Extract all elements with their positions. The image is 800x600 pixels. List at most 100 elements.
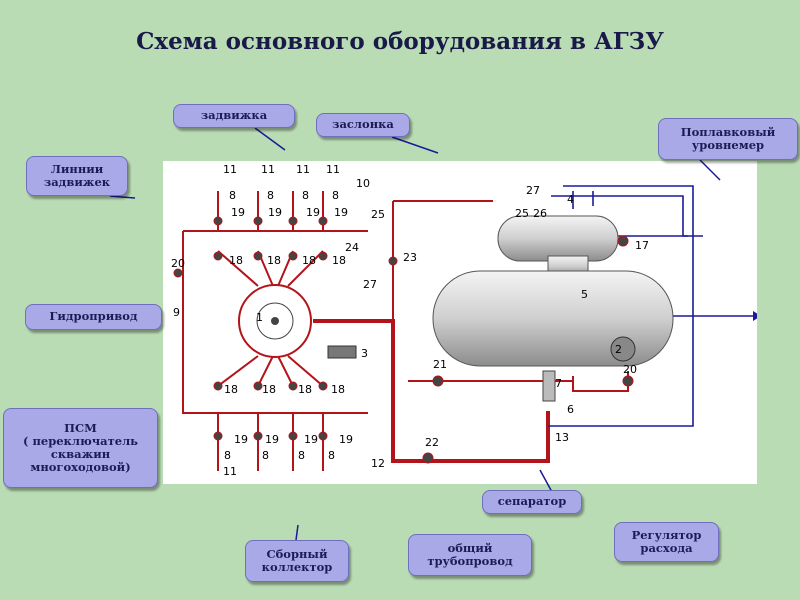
label-8: 8 (298, 449, 305, 462)
label-11: 11 (326, 163, 340, 176)
label-7: 7 (555, 377, 562, 390)
label-8: 8 (328, 449, 335, 462)
valve (318, 251, 328, 261)
hydro-callout: Гидропривод (25, 304, 162, 330)
label-21: 21 (433, 358, 447, 371)
label-13: 13 (555, 431, 569, 444)
pointer-collector (295, 524, 299, 541)
label-22: 22 (425, 436, 439, 449)
label-19: 19 (268, 206, 282, 219)
label-6: 6 (567, 403, 574, 416)
label-20: 20 (623, 363, 637, 376)
label-18: 18 (229, 254, 243, 267)
valve (253, 216, 263, 226)
common-pipe-callout: общий трубопровод (408, 534, 532, 576)
label-8: 8 (267, 189, 274, 202)
label-11: 11 (223, 465, 237, 478)
valve (617, 235, 629, 247)
psm-callout: ПСМ ( переключатель скважин многоходовой… (3, 408, 158, 488)
label-27: 27 (526, 184, 540, 197)
label-18: 18 (224, 383, 238, 396)
label-25: 25 (515, 207, 529, 220)
label-5: 5 (581, 288, 588, 301)
valve (288, 431, 298, 441)
label-24: 24 (345, 241, 359, 254)
zaslonka-callout: заслонка (316, 113, 410, 137)
valve (213, 381, 223, 391)
label-19: 19 (231, 206, 245, 219)
valve (432, 375, 444, 387)
valve (318, 216, 328, 226)
valve (288, 381, 298, 391)
valve (422, 452, 434, 464)
diagram-panel: 11 11 11 11 8 8 8 8 19 19 19 19 10 25 24… (163, 161, 757, 484)
upper-branches (217, 250, 324, 287)
label-4: 4 (567, 193, 574, 206)
valve (253, 431, 263, 441)
label-19: 19 (306, 206, 320, 219)
label-23: 23 (403, 251, 417, 264)
pointer-zadvizhka (254, 127, 286, 151)
linii-callout: Линнии задвижек (26, 156, 128, 196)
label-19: 19 (265, 433, 279, 446)
label-8: 8 (229, 189, 236, 202)
label-18: 18 (332, 254, 346, 267)
zadvizhka-callout: задвижка (173, 104, 295, 128)
label-18: 18 (331, 383, 345, 396)
valve (213, 216, 223, 226)
blue-control-lines (548, 185, 753, 427)
float-gauge-body (610, 336, 636, 362)
equipment-schematic: 11 11 11 11 8 8 8 8 19 19 19 19 10 25 24… (171, 163, 757, 478)
label-18: 18 (267, 254, 281, 267)
main-outlet-pipe (313, 319, 550, 463)
outlet-arrow (753, 311, 757, 321)
label-10: 10 (356, 177, 370, 190)
psm-hub (271, 317, 279, 325)
valve (622, 375, 634, 387)
label-18: 18 (298, 383, 312, 396)
float-gauge-callout: Поплавковый уровнемер (658, 118, 798, 160)
label-19: 19 (334, 206, 348, 219)
valve (213, 431, 223, 441)
label-20: 20 (171, 257, 185, 270)
valve-markers (173, 216, 634, 464)
label-3: 3 (361, 347, 368, 360)
collector-callout: Сборный коллектор (245, 540, 349, 582)
label-1: 1 (256, 311, 263, 324)
label-18: 18 (302, 254, 316, 267)
label-19: 19 (234, 433, 248, 446)
pointer-zaslonka (391, 136, 439, 154)
valve (318, 431, 328, 441)
label-8: 8 (262, 449, 269, 462)
label-25: 25 (371, 208, 385, 221)
valve (288, 216, 298, 226)
lower-branches (217, 355, 324, 387)
valve (288, 251, 298, 261)
label-8: 8 (332, 189, 339, 202)
flow-regulator-callout: Регулятор расхода (614, 522, 719, 562)
separator-lower-vessel (432, 270, 674, 367)
valve (253, 251, 263, 261)
label-19: 19 (339, 433, 353, 446)
valve (173, 268, 183, 278)
label-8: 8 (302, 189, 309, 202)
upper-manifold-pipe (182, 230, 368, 414)
label-27: 27 (363, 278, 377, 291)
separator-upper-vessel (497, 215, 619, 262)
valve (213, 251, 223, 261)
valve (388, 256, 398, 266)
label-9: 9 (173, 306, 180, 319)
label-19: 19 (304, 433, 318, 446)
label-17: 17 (635, 239, 649, 252)
label-2: 2 (615, 343, 622, 356)
pointer-linii (109, 195, 136, 199)
valve (253, 381, 263, 391)
flow-regulator-body (542, 370, 556, 402)
valve (318, 381, 328, 391)
label-18: 18 (262, 383, 276, 396)
label-26: 26 (533, 207, 547, 220)
label-8: 8 (224, 449, 231, 462)
label-11: 11 (296, 163, 310, 176)
label-12: 12 (371, 457, 385, 470)
hydraulic-drive (327, 345, 357, 359)
